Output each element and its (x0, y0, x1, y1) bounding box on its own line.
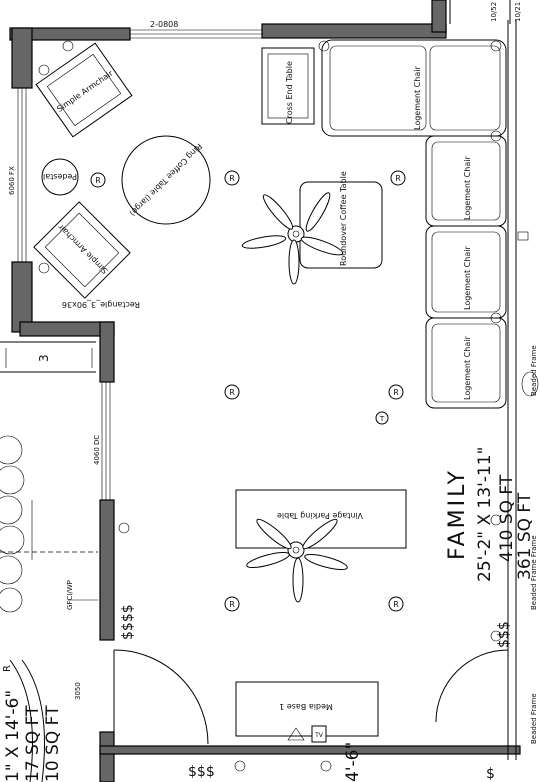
walls (9, 0, 521, 782)
switch-quad: $$$$ (120, 604, 136, 640)
neighbor-r-mark: R (2, 665, 13, 672)
light-r-3: R (390, 170, 406, 186)
furniture: Simple Armchair Pedestal Ring Coffee Tab… (33, 39, 507, 743)
neighbor-door-number: 3 (37, 354, 51, 362)
light-r-7: R (388, 596, 404, 612)
svg-text:R: R (393, 388, 399, 397)
light-r-4: R (224, 384, 240, 400)
beaded-frame-2: Beaded Frame Frame (530, 535, 538, 610)
logement-chair-top: Logement Chair (321, 39, 507, 137)
window-top-label: 2-0808 (150, 20, 178, 29)
bottom-dimension: 4'-6" (343, 742, 363, 782)
room-label: FAMILY 25'-2" X 13'-11" 410 SQ FT 361 SQ… (445, 447, 535, 582)
light-r-2: R (224, 170, 240, 186)
round-coffee-label: Roundover Coffee Table (339, 171, 348, 266)
svg-text:R: R (229, 600, 235, 609)
svg-text:R: R (95, 176, 101, 185)
wall-top-right (261, 23, 447, 39)
armchair-2: Simple Armchair (33, 201, 131, 299)
wall-step-vertical (99, 321, 115, 383)
logement-chair-2: Logement Chair (425, 135, 507, 227)
cross-end-table: Cross End Table (261, 47, 315, 125)
wall-left-lower (99, 499, 115, 641)
armchair-1: Simple Armchair (35, 42, 133, 138)
svg-text:R: R (393, 600, 399, 609)
media-base-label: Media Base 1 (279, 702, 333, 711)
gfci-label: GFCI/WP (66, 580, 74, 610)
switch-triple-right: $$$ (496, 621, 512, 648)
neighbor-area-1: 17 SQ FT (23, 705, 43, 782)
svg-text:R: R (229, 388, 235, 397)
thermostat: T (375, 411, 389, 425)
svg-text:R: R (229, 174, 235, 183)
doors (113, 649, 509, 745)
ceiling-fan-1 (241, 192, 344, 285)
neighbor-area-2: 10 SQ FT (43, 705, 63, 782)
switch-triple: $$$ (188, 764, 215, 780)
logement-chair-4: Logement Chair (425, 317, 507, 409)
svg-text:R: R (395, 174, 401, 183)
switch-single-bottom: $ (486, 766, 495, 782)
neighbor-room: 3 1" X 14'-6" 17 SQ FT 10 SQ FT R 4'-6" (0, 341, 363, 782)
ceiling-fan-2 (246, 518, 348, 603)
pedestal-label: Pedestal (43, 172, 77, 181)
beaded-frame-1: Beaded Frame (530, 345, 538, 396)
window-left-label: 6060 FX (8, 166, 16, 195)
wall-left-upper (11, 27, 33, 89)
logement-chair-3: Logement Chair (425, 225, 507, 319)
window-top-right-label2: 10/21 (514, 2, 522, 22)
pedestal: Pedestal (41, 158, 79, 196)
window-middle-label: 4060 DC (93, 435, 101, 465)
media-base: Media Base 1 TV (235, 681, 379, 743)
light-r-1: R (90, 172, 106, 188)
outlets (38, 40, 502, 772)
wall-bottom (99, 745, 521, 755)
beaded-frame-3: Beaded Frame (530, 693, 538, 744)
svg-text:T: T (379, 415, 385, 423)
room-area: 410 SQ FT (497, 474, 517, 562)
window-bottom-label: 3050 (74, 682, 82, 700)
wall-bottom-left (99, 731, 115, 782)
light-r-5: R (388, 384, 404, 400)
switches: $$$$ $$$ $$$ $ (120, 604, 512, 782)
logement-1-label: Logement Chair (413, 66, 422, 130)
logement-2-label: Logement Chair (463, 156, 472, 220)
room-name: FAMILY (445, 468, 470, 560)
room-area-overlap: 361 SQ FT (515, 492, 535, 580)
rectangle-label: Rectangle_3_90x36 (62, 300, 140, 309)
vintage-table-label: Vintage Parking Table (277, 511, 363, 520)
logement-4-label: Logement Chair (463, 336, 472, 400)
logement-3-label: Logement Chair (463, 246, 472, 310)
wall-top-corner (431, 0, 447, 33)
recessed-lights: R R R R R R R T (90, 170, 406, 612)
room-dimensions: 25'-2" X 13'-11" (475, 447, 495, 582)
beaded-frames: Beaded Frame Beaded Frame Frame Beaded F… (517, 231, 539, 744)
window-top-right-label: 10/52 (490, 2, 498, 22)
neighbor-dimensions: 1" X 14'-6" (3, 690, 23, 782)
end-table-label: Cross End Table (285, 61, 294, 124)
light-r-6: R (224, 596, 240, 612)
windows: 2-0808 6060 FX 4060 DC 3050 GFCI/WP 10/5… (8, 2, 522, 700)
tv-label: TV (314, 732, 324, 739)
ring-coffee-table: Ring Coffee Table (large) (121, 135, 211, 225)
